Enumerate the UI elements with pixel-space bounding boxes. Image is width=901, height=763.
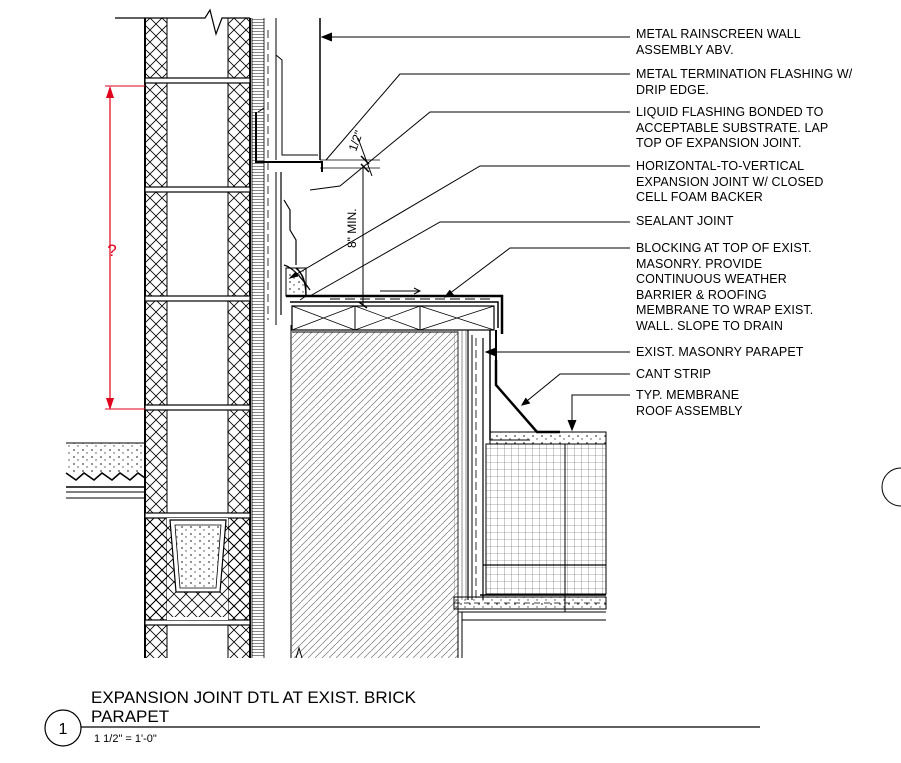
note-roof-assembly: TYP. MEMBRANE ROOF ASSEMBLY (636, 388, 743, 419)
note-line: CONTINUOUS WEATHER (636, 272, 787, 286)
blocking (286, 287, 504, 334)
note-line: TYP. MEMBRANE (636, 388, 740, 402)
note-line: LIQUID FLASHING BONDED TO (636, 105, 824, 119)
flashing-dimensions: 1/2" 8" MIN. (320, 129, 380, 309)
note-line: HORIZONTAL-TO-VERTICAL (636, 159, 805, 173)
note-line: EXPANSION JOINT W/ CLOSED (636, 174, 824, 189)
note-expansion-joint: HORIZONTAL-TO-VERTICAL EXPANSION JOINT W… (636, 159, 824, 206)
note-rainscreen-wall: METAL RAINSCREEN WALL ASSEMBLY ABV. (636, 27, 801, 58)
height-dimension-label: ? (107, 241, 116, 260)
detail-number: 1 (59, 721, 68, 738)
note-line: MASONRY. PROVIDE (636, 256, 763, 271)
note-line: METAL RAINSCREEN WALL (636, 27, 801, 41)
note-line: SEALANT JOINT (636, 214, 734, 228)
note-masonry-parapet: EXIST. MASONRY PARAPET (636, 345, 804, 361)
floor-slab (65, 442, 146, 499)
rainscreen-assembly (251, 18, 323, 658)
note-line: ACCEPTABLE SUBSTRATE. LAP (636, 120, 829, 135)
title-block: 1 (44, 709, 760, 747)
note-line: METAL TERMINATION FLASHING W/ (636, 67, 853, 81)
note-line: EXIST. MASONRY PARAPET (636, 345, 804, 359)
note-cant-strip: CANT STRIP (636, 367, 711, 383)
note-liquid-flashing: LIQUID FLASHING BONDED TO ACCEPTABLE SUB… (636, 105, 828, 152)
adjacent-detail-marker (881, 467, 901, 507)
note-line: TOP OF EXPANSION JOINT. (636, 136, 802, 150)
note-line: DRIP EDGE. (636, 82, 710, 97)
note-sealant-joint: SEALANT JOINT (636, 214, 734, 230)
note-line: CANT STRIP (636, 367, 712, 381)
height-dimension: ? (105, 85, 145, 410)
note-blocking: BLOCKING AT TOP OF EXIST. MASONRY. PROVI… (636, 241, 813, 334)
detail-scale: 1 1/2" = 1'-0" (94, 733, 157, 745)
cmu-wall (144, 18, 251, 658)
detail-title: EXPANSION JOINT DTL AT EXIST. BRICK PARA… (91, 688, 416, 726)
parapet-face (453, 330, 607, 658)
eight-min-label: 8" MIN. (345, 208, 359, 248)
note-line: BLOCKING AT TOP OF EXIST. (636, 241, 812, 255)
note-line: ASSEMBLY ABV. (636, 42, 734, 57)
detail-title-line2: PARAPET (91, 707, 170, 726)
note-line: WALL. SLOPE TO DRAIN (636, 318, 783, 333)
note-line: ROOF ASSEMBLY (636, 403, 743, 418)
detail-title-line1: EXPANSION JOINT DTL AT EXIST. BRICK (91, 688, 416, 707)
note-line: MEMBRANE TO WRAP EXIST. (636, 303, 814, 317)
existing-masonry (292, 331, 459, 659)
note-line: CELL FOAM BACKER (636, 190, 763, 204)
break-line (115, 8, 250, 37)
half-inch-label: 1/2" (346, 129, 366, 153)
note-line: BARRIER & ROOFING (636, 287, 767, 302)
note-termination-flashing: METAL TERMINATION FLASHING W/ DRIP EDGE. (636, 67, 852, 98)
leader-lines (288, 32, 630, 432)
